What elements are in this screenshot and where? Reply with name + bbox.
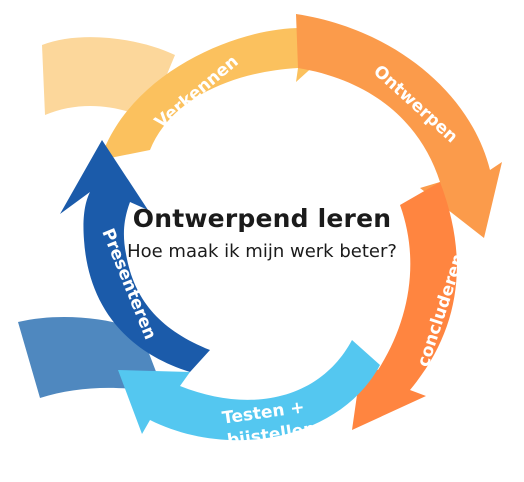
segment-presenteren xyxy=(60,140,210,372)
segment-ontwerpen xyxy=(296,14,502,238)
segment-verkennen xyxy=(100,14,338,160)
diagram-title: Ontwerpend leren xyxy=(132,204,392,233)
diagram-subtitle: Hoe maak ik mijn werk beter? xyxy=(127,241,397,262)
segment-testen-bijstellen xyxy=(118,340,380,441)
segment-concluderen xyxy=(352,182,457,430)
